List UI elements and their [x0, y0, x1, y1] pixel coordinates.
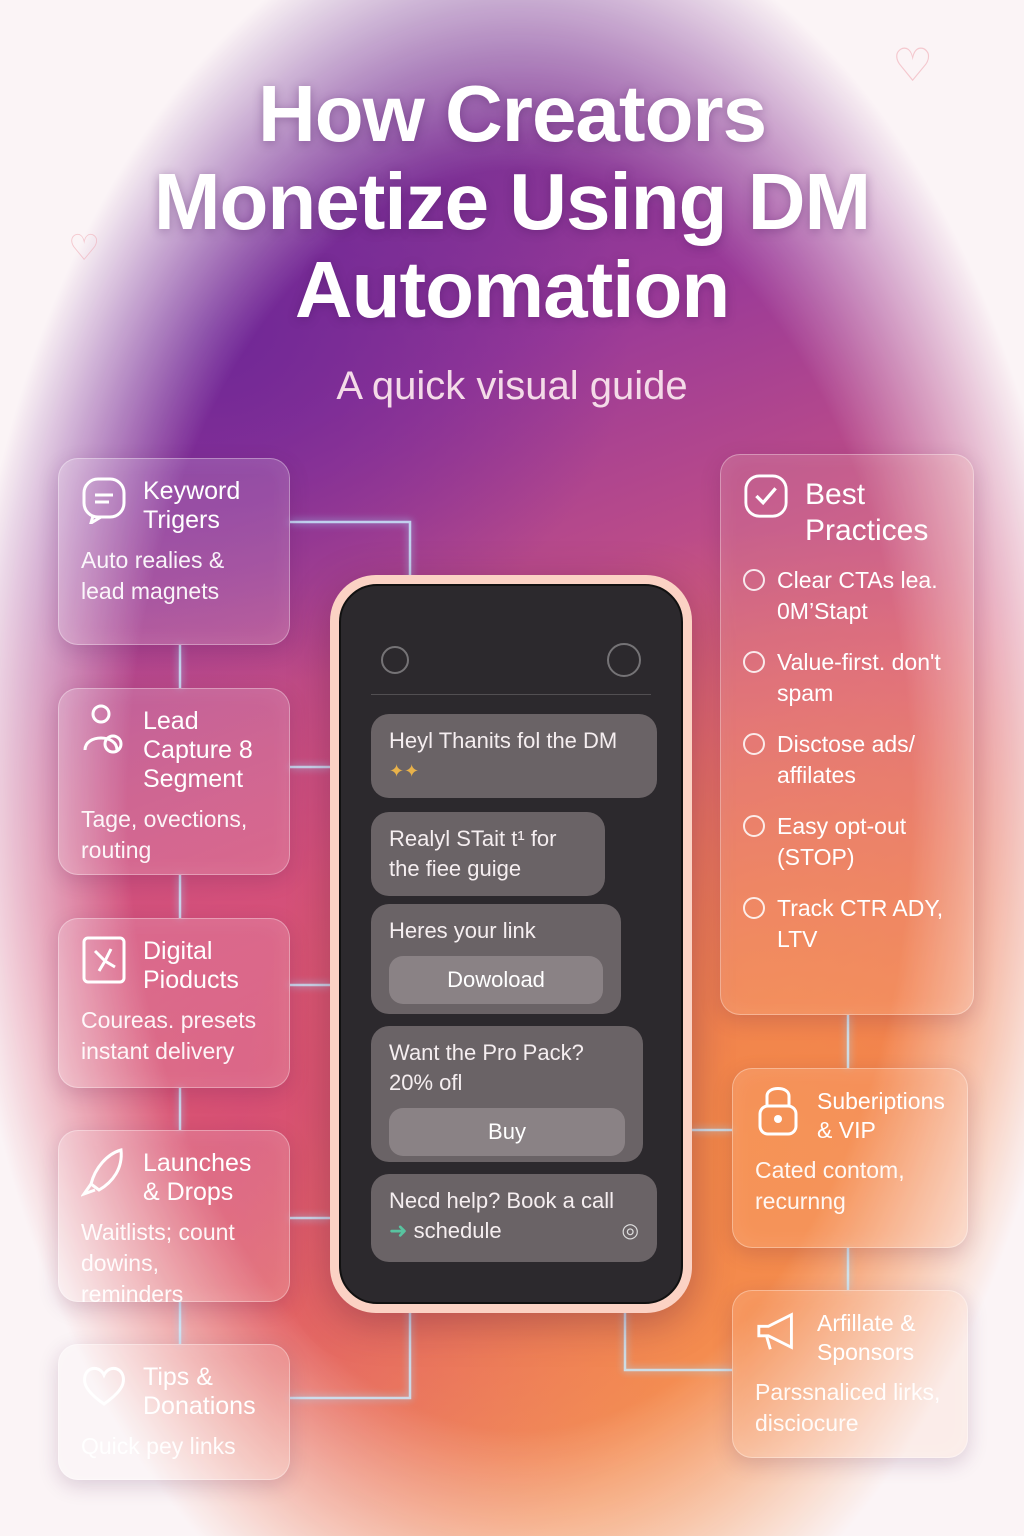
divider [371, 694, 651, 695]
card-subscriptions-vip[interactable]: Suberiptions & VIP Cated contom, recurnn… [732, 1068, 968, 1248]
bullet-icon [743, 651, 765, 673]
best-practice-item: Disctose ads/ affilates [743, 729, 951, 791]
page-title: How Creators Monetize Using DM Automatio… [153, 69, 871, 334]
schedule-link[interactable]: ➜ schedule [389, 1218, 502, 1243]
lock-icon [755, 1087, 801, 1136]
checkmark-icon [743, 473, 789, 519]
card-description: Quick pey links [81, 1433, 236, 1459]
bullet-icon [743, 897, 765, 919]
message-bubble: Realyl STait t¹ for the fiee guige [371, 812, 605, 896]
megaphone-icon [755, 1309, 801, 1355]
download-button[interactable]: Dowoload [389, 956, 603, 1004]
digital-product-icon [81, 936, 127, 984]
message-bubble: Want the Pro Pack? 20% ofl Buy [371, 1026, 643, 1162]
message-bubble: Heres your link Dowoload [371, 904, 621, 1014]
heart-decoration-icon: ♡ [892, 39, 934, 91]
message-text: Heres your link [389, 918, 536, 943]
message-text: Realyl STait t¹ for the fiee guige [389, 826, 557, 881]
message-text: Heyl Thanits fol the DM [389, 728, 618, 753]
card-launches-drops[interactable]: Launches & Drops Waitlists; count dowins… [58, 1130, 290, 1307]
sparkle-emoji-icon: ✦✦ [389, 761, 420, 781]
best-practice-item: Track CTR ADY, LTV [743, 893, 951, 955]
bullet-icon [743, 569, 765, 591]
card-title: Suberiptions & VIP [817, 1088, 945, 1143]
settings-icon[interactable]: ◎ [621, 1220, 639, 1242]
bullet-icon [743, 733, 765, 755]
card-description: Tage, ovections, routing [81, 806, 248, 863]
best-practice-item: Value-first. don't spam [743, 647, 951, 709]
phone-screen: Heyl Thanits fol the DM ✦✦ Realyl STait … [339, 584, 683, 1304]
card-tips-donations[interactable]: Tips & Donations Quick pey links [58, 1344, 290, 1480]
card-title: Arfillate & Sponsors [817, 1310, 916, 1365]
best-practice-item: Clear CTAs lea. 0M’Stapt [743, 565, 951, 627]
card-title: Keyword Trigers [143, 477, 241, 534]
page-subtitle: A quick visual guide [336, 364, 688, 408]
heart-decoration-icon: ♡ [68, 227, 101, 268]
arrow-icon: ➜ [389, 1218, 408, 1243]
card-best-practices[interactable]: Best Practices Clear CTAs lea. 0M’Stapt … [720, 454, 974, 1015]
message-bubble: Necd help? Book a call ➜ schedule ◎ [371, 1174, 657, 1262]
card-description: Coureas. presets instant delivery [81, 1007, 257, 1064]
phone-mockup: Heyl Thanits fol the DM ✦✦ Realyl STait … [330, 575, 692, 1313]
card-affiliate-sponsors[interactable]: Arfillate & Sponsors Parssnaliced lirks,… [732, 1290, 968, 1458]
best-practice-item: Easy opt-out (STOP) [743, 811, 951, 873]
camera-icon [381, 646, 409, 674]
heart-icon [81, 1363, 127, 1409]
card-title: Digital Pioducts [143, 937, 239, 994]
card-description: Waitlists; count dowins, reminders [81, 1219, 235, 1307]
card-digital-products[interactable]: Digital Pioducts Coureas. presets instan… [58, 918, 290, 1088]
card-keyword-triggers[interactable]: Keyword Trigers Auto realies & lead magn… [58, 458, 290, 645]
card-description: Parssnaliced lirks, disciocure [755, 1379, 941, 1436]
message-text: Want the Pro Pack? 20% ofl [389, 1040, 584, 1095]
card-title: Best Practices [805, 478, 929, 547]
card-description: Auto realies & lead magnets [81, 547, 225, 604]
card-lead-capture[interactable]: Lead Capture 8 Segment Tage, ovections, … [58, 688, 290, 875]
buy-button[interactable]: Buy [389, 1108, 625, 1156]
card-title: Tips & Donations [143, 1363, 256, 1420]
rocket-icon [81, 1148, 127, 1197]
message-text: Necd help? Book a call [389, 1188, 615, 1213]
card-title: Launches & Drops [143, 1149, 252, 1206]
user-segment-icon [81, 704, 127, 754]
camera-icon [607, 643, 641, 677]
message-bubble: Heyl Thanits fol the DM ✦✦ [371, 714, 657, 798]
bullet-icon [743, 815, 765, 837]
chat-icon [81, 477, 127, 524]
card-description: Cated contom, recurnng [755, 1157, 905, 1214]
card-title: Lead Capture 8 Segment [143, 707, 253, 793]
